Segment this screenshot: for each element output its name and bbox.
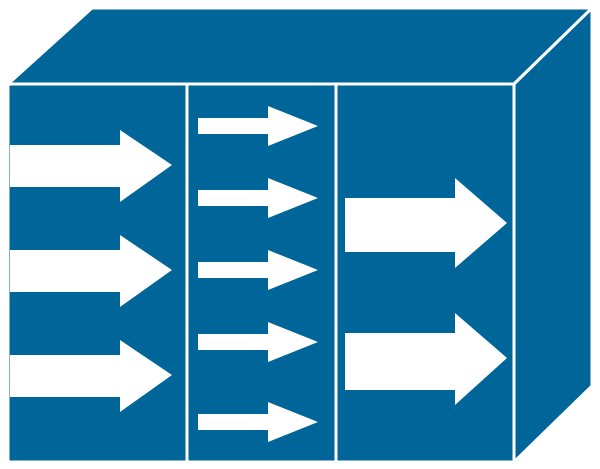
arrow-right-icon [198,250,318,290]
arrow-right-icon [198,106,318,146]
arrow-right-icon [10,235,172,307]
arrow-right-icon [198,402,318,442]
arrow-right-icon [198,178,318,218]
box-side-face [512,4,594,466]
arrow-right-icon [10,340,172,412]
arrow-right-icon [198,322,318,362]
middle-column-arrows [198,106,318,442]
left-column-arrows [10,130,172,412]
arrow-right-icon [345,313,507,405]
box-top-face [4,6,596,86]
right-column-arrows [345,178,507,405]
arrow-right-icon [345,178,507,268]
arrow-right-icon [10,130,172,202]
